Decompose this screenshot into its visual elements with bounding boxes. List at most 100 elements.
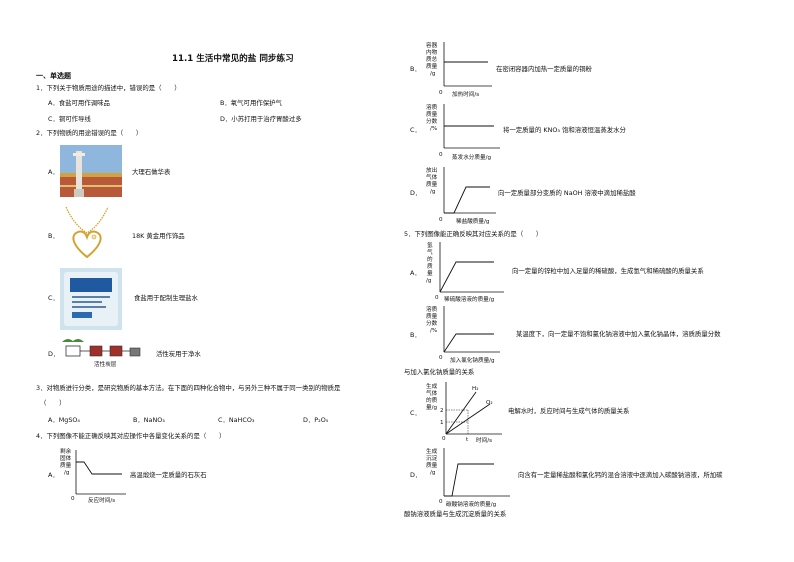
- svg-text:2: 2: [440, 408, 444, 414]
- q4-option-c-label: C．: [410, 126, 421, 134]
- svg-text:0: 0: [439, 90, 443, 96]
- section-heading: 一、单选题: [36, 72, 71, 80]
- svg-text:分数: 分数: [426, 117, 438, 125]
- q5-a-curve: [439, 261, 494, 293]
- svg-text:质量: 质量: [426, 180, 438, 188]
- svg-text:0: 0: [439, 355, 443, 361]
- svg-text:剩余: 剩余: [60, 447, 72, 455]
- svg-text:量/g: 量/g: [426, 404, 437, 411]
- q2-option-a-label: A．: [48, 168, 59, 176]
- svg-text:/g: /g: [64, 470, 70, 476]
- svg-text:时间/s: 时间/s: [476, 436, 492, 444]
- q5-c-h2-line: [445, 391, 477, 435]
- svg-text:气体: 气体: [426, 173, 438, 181]
- q5-option-b-desc-cont: 与加入氯化钠质量的关系: [404, 368, 475, 376]
- q3-option-d: D．P₂O₅: [303, 416, 329, 424]
- q5-graph-a: 氢 气 的 质 量 /g 0 稀硫酸溶液的质量/g: [424, 241, 510, 303]
- water-filter-diagram: 活性炭层: [58, 336, 152, 370]
- svg-text:稀盐酸质量/g: 稀盐酸质量/g: [456, 217, 490, 225]
- q2-option-c-label: C．: [48, 294, 59, 302]
- q5-b-curve: [443, 333, 494, 353]
- q4-option-d-desc: 向一定质量部分变质的 NaOH 溶液中滴加稀盐酸: [498, 189, 636, 197]
- svg-text:0: 0: [71, 496, 75, 502]
- q3-option-a: A．MgSO₄: [48, 416, 80, 424]
- question-4-stem: 4．下列图像不能正确反映其对应操作中各量变化关系的是（ ）: [36, 432, 226, 440]
- svg-text:t: t: [466, 437, 469, 443]
- svg-text:质总: 质总: [426, 55, 438, 63]
- q3-option-b: B．NaNO₃: [133, 416, 165, 424]
- q4-graph-a: 剩余 固体 质量 /g 0 反应时间/s: [58, 447, 128, 506]
- q5-option-c-label: C．: [410, 409, 421, 417]
- q4-option-d-label: D．: [410, 189, 422, 197]
- svg-text:1: 1: [440, 420, 444, 426]
- svg-text:/%: /%: [430, 328, 437, 334]
- svg-text:的质: 的质: [426, 396, 438, 404]
- svg-text:气体: 气体: [426, 389, 438, 397]
- q1-option-c: C．铜可作导线: [48, 115, 91, 123]
- svg-text:/g: /g: [426, 278, 432, 284]
- q2-option-b-label: B．: [48, 232, 59, 240]
- svg-text:蒸发水分质量/g: 蒸发水分质量/g: [452, 153, 491, 161]
- q4-a-curve: [76, 461, 122, 475]
- svg-text:O₂: O₂: [486, 400, 493, 406]
- q4-option-a-desc: 高温煅烧一定质量的石灰石: [130, 471, 207, 479]
- q5-option-c-desc: 电解水时，反应时间与生成气体的质量关系: [508, 407, 630, 415]
- svg-text:量: 量: [427, 270, 433, 277]
- svg-text:加入氯化钠质量/g: 加入氯化钠质量/g: [450, 356, 495, 364]
- q5-option-a-label: A．: [410, 269, 421, 277]
- svg-text:分数: 分数: [426, 319, 438, 327]
- q1-option-b: B．氧气可用作保护气: [220, 99, 282, 107]
- q5-option-d-desc-cont: 酸钠溶液质量与生成沉淀质量的关系: [404, 510, 507, 518]
- q5-option-d-label: D．: [410, 471, 422, 479]
- q2-option-c-text: 食盐用于配制生理盐水: [134, 294, 198, 302]
- q4-option-a-label: A．: [48, 471, 59, 479]
- svg-text:0: 0: [442, 436, 446, 442]
- svg-text:质量: 质量: [426, 312, 438, 320]
- q5-option-d-desc: 向含有一定量稀盐酸和氯化钙的混合溶液中逐滴加入碳酸钠溶液，所加碳: [518, 471, 723, 479]
- page-title: 11.1 生活中常见的盐 同步练习: [172, 54, 294, 64]
- svg-text:碳酸钠溶液的质量/g: 碳酸钠溶液的质量/g: [446, 500, 497, 508]
- svg-text:内物: 内物: [426, 48, 438, 56]
- svg-text:放出: 放出: [426, 166, 437, 174]
- q5-option-b-desc: 某温度下，向一定量不饱和氯化钠溶液中加入氯化钠晶体，溶质质量分数: [516, 330, 721, 338]
- question-2-stem: 2．下列物质的用途错误的是（ ）: [36, 129, 143, 137]
- question-3-stem-bracket: （ ）: [40, 399, 66, 407]
- svg-text:/g: /g: [430, 71, 436, 77]
- q5-option-b-label: B．: [410, 331, 421, 339]
- svg-text:气: 气: [427, 248, 433, 256]
- svg-text:生成: 生成: [426, 447, 438, 455]
- salt-package-photo: [60, 268, 122, 330]
- q4-graph-c: 溶质 质量 分数 /% 0 蒸发水分质量/g: [424, 103, 504, 162]
- svg-text:/g: /g: [430, 470, 436, 476]
- svg-text:质量: 质量: [60, 461, 72, 469]
- q2-option-b-text: 18K 黄金用作饰品: [132, 232, 185, 240]
- q5-option-a-desc: 向一定量的锌粒中加入足量的稀硫酸，生成氢气和稀硫酸的质量关系: [512, 267, 704, 275]
- svg-text:生成: 生成: [426, 382, 438, 390]
- svg-text:反应时间/s: 反应时间/s: [88, 496, 115, 504]
- q4-option-b-desc: 在密闭容器内加热一定质量的铜粉: [496, 65, 592, 73]
- svg-text:的: 的: [427, 255, 433, 263]
- svg-text:/g: /g: [430, 189, 436, 195]
- svg-text:溶质: 溶质: [426, 103, 438, 111]
- question-5-stem: 5．下列图像能正确反映其对应关系的是（ ）: [404, 230, 543, 238]
- svg-text:质量: 质量: [426, 62, 438, 70]
- q4-d-curve: [444, 186, 490, 214]
- q2-option-d-label: D．: [48, 350, 60, 358]
- svg-text:0: 0: [439, 152, 443, 158]
- svg-text:质量: 质量: [426, 110, 438, 118]
- svg-text:溶质: 溶质: [426, 305, 438, 313]
- q1-option-a: A．食盐可用作调味品: [48, 99, 110, 107]
- q4-option-b-label: B．: [410, 65, 421, 73]
- svg-text:0: 0: [439, 499, 443, 505]
- activated-carbon-label: 活性炭层: [94, 360, 117, 368]
- svg-text:稀硫酸溶液的质量/g: 稀硫酸溶液的质量/g: [444, 295, 495, 303]
- svg-text:沉淀: 沉淀: [426, 454, 438, 462]
- svg-text:加热时间/s: 加热时间/s: [452, 90, 479, 98]
- q4-graph-b: 容器 内物 质总 质量 /g 0 加热时间/s: [424, 41, 494, 98]
- q5-graph-c: 生成 气体 的质 量/g 2 1 H₂ O₂ 0 t 时间/s: [424, 382, 504, 444]
- svg-text:0: 0: [439, 217, 443, 223]
- svg-text:容器: 容器: [426, 41, 438, 49]
- q2-option-a-text: 大理石做华表: [132, 168, 171, 176]
- question-3-stem: 3．对物质进行分类，是研究物质的基本方法。在下面的四种化合物中，与另外三种不属于…: [36, 384, 341, 392]
- q5-graph-b: 溶质 质量 分数 /% 0 加入氯化钠质量/g: [424, 305, 504, 364]
